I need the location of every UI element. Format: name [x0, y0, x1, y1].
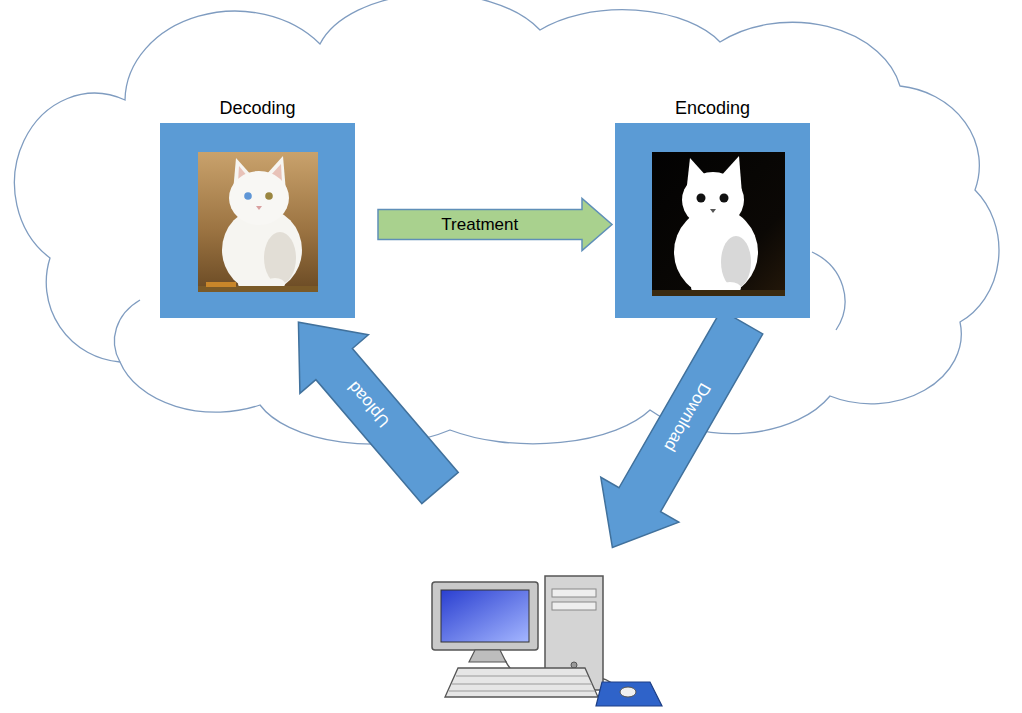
kitten-shading: [721, 236, 751, 288]
process-arrow: [378, 199, 612, 251]
monitor-stand: [469, 650, 506, 662]
arrow-label: Upload: [344, 377, 394, 431]
computer-mouse: [620, 687, 636, 697]
photo-floor: [652, 290, 785, 296]
kitten-photo-treated: [652, 152, 785, 296]
keyboard: [445, 668, 598, 697]
kitten-eye: [720, 194, 729, 203]
arrow-label: Treatment: [441, 215, 518, 235]
kitten-eye: [265, 192, 273, 200]
kitten-shading: [264, 232, 296, 284]
kitten-eye: [244, 192, 252, 200]
download-arrow: [573, 300, 781, 570]
monitor-body: [432, 582, 538, 650]
kitten-nose: [710, 209, 716, 213]
drive-bay: [552, 602, 596, 610]
cloud-lobe: [812, 252, 845, 330]
image-frame: Encoding: [615, 123, 810, 318]
upload-arrow: [264, 293, 474, 517]
photo-floor: [206, 282, 236, 287]
drive-bay: [552, 589, 596, 597]
mouse-pad: [596, 682, 662, 706]
computer-icon: [432, 576, 662, 706]
cloud-outline: [14, 0, 999, 444]
photo-background: [652, 152, 785, 296]
kitten-nose: [256, 206, 262, 210]
frame-heading: Decoding: [120, 97, 395, 119]
arrow-label: Download: [659, 379, 714, 455]
image-frame: Decoding: [160, 123, 355, 318]
power-button: [571, 662, 577, 668]
frame-heading: Encoding: [575, 97, 850, 119]
monitor-screen: [441, 590, 529, 642]
cloud-lobe: [114, 300, 140, 362]
kitten-head: [682, 172, 744, 228]
kitten-eye: [697, 194, 706, 203]
photo-background: [198, 152, 318, 292]
keyboard-keys: [449, 676, 595, 691]
kitten-photo: [198, 152, 318, 292]
kitten-head: [229, 171, 289, 225]
